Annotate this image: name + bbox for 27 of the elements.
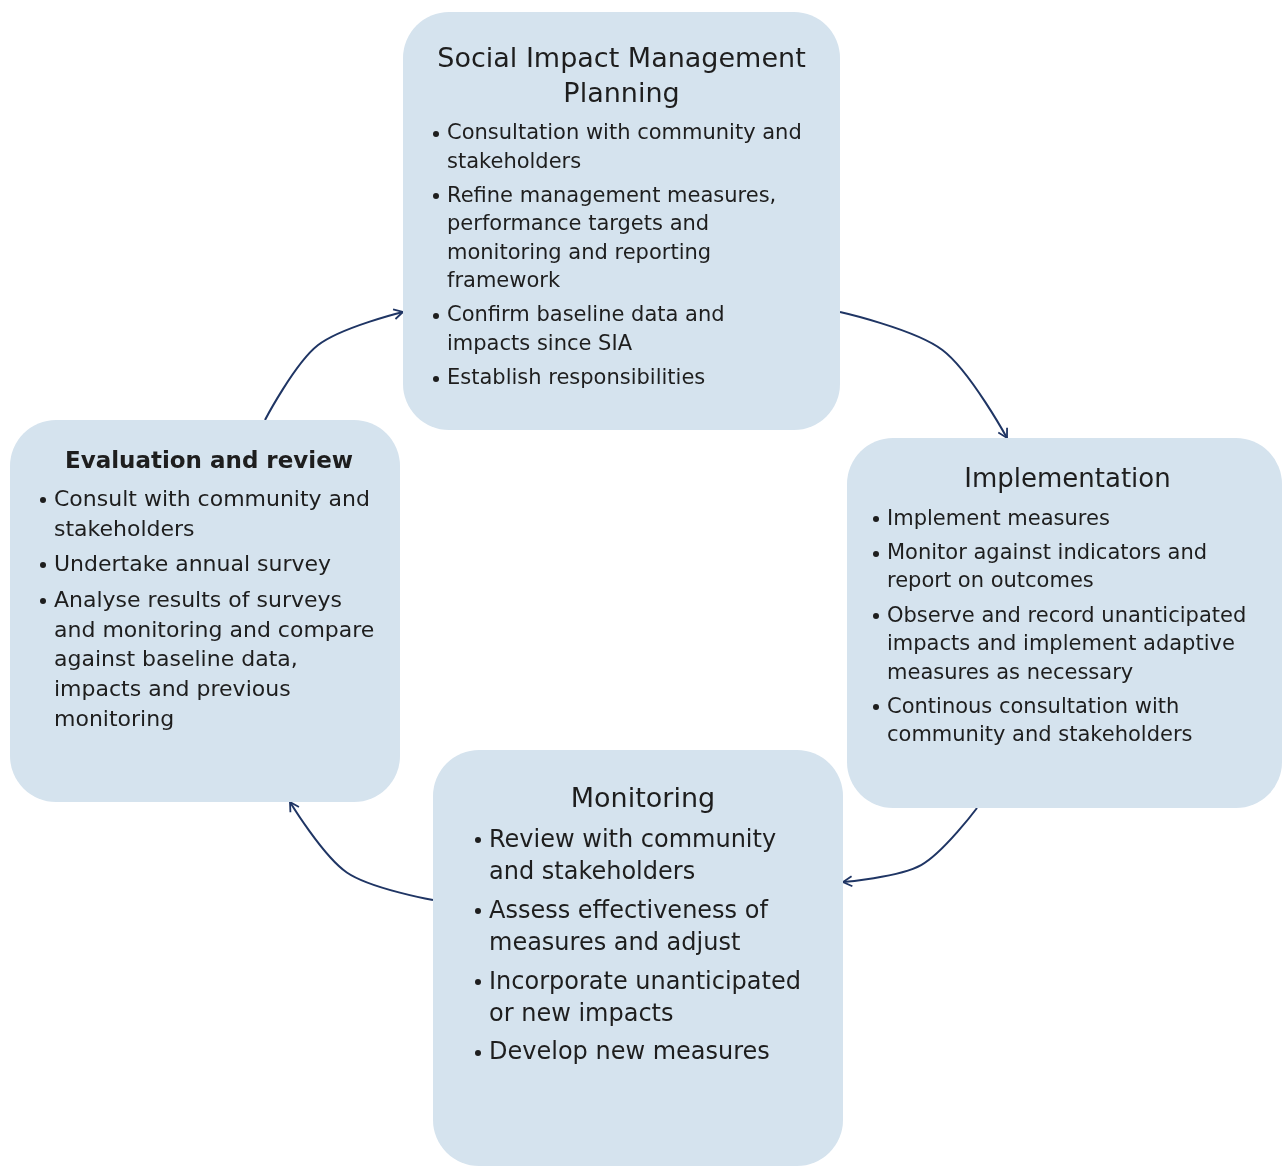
- stage-box: [847, 438, 1282, 808]
- bullet-item: Consult with community and stakeholders: [54, 485, 370, 541]
- bullet-item: Assess effectiveness of measures and adjust: [489, 895, 768, 957]
- stage-box: [403, 12, 840, 430]
- cycle-arrow: [289, 801, 434, 901]
- stage-heading: Implementation: [963, 462, 1172, 495]
- bullet-item: Develop new measures: [489, 1037, 770, 1066]
- stage-box: [433, 750, 843, 1166]
- bullet-item: Confirm baseline data and impacts since SIA: [447, 302, 725, 355]
- stage-heading: Evaluation and review: [63, 446, 355, 475]
- bullet-item: Analyse results of surveys and monitoring and compare against baseline data, impacts and previous monitoring: [54, 586, 375, 731]
- bullet-item: Implement measures: [887, 505, 1110, 530]
- bullet-item: Establish responsibilities: [447, 364, 706, 389]
- cycle-arrow: [842, 807, 978, 888]
- bullet-item: Continous consultation with community and stakeholders: [887, 693, 1193, 747]
- bullet-item: Refine management measures, performance targets and monitoring and reporting framework: [447, 182, 777, 292]
- stage-heading: Monitoring: [569, 781, 717, 815]
- cycle-arrow: [264, 308, 404, 421]
- bullet-item: Incorporate unanticipated or new impacts: [489, 966, 801, 1028]
- bullet-item: Monitor against indicators and report on outcomes: [887, 540, 1208, 593]
- stage-box: [10, 420, 400, 802]
- bullet-item: Review with community and stakeholders: [489, 825, 777, 886]
- bullet-item: Consultation with community and stakeholders: [447, 120, 802, 173]
- cycle-arrow: [839, 311, 1008, 439]
- bullet-item: Observe and record unanticipated impacts and implement adaptive measures as necessary: [887, 602, 1247, 684]
- bullet-item: Undertake annual survey: [54, 551, 332, 577]
- stage-heading: Social Impact Management Planning: [436, 41, 807, 111]
